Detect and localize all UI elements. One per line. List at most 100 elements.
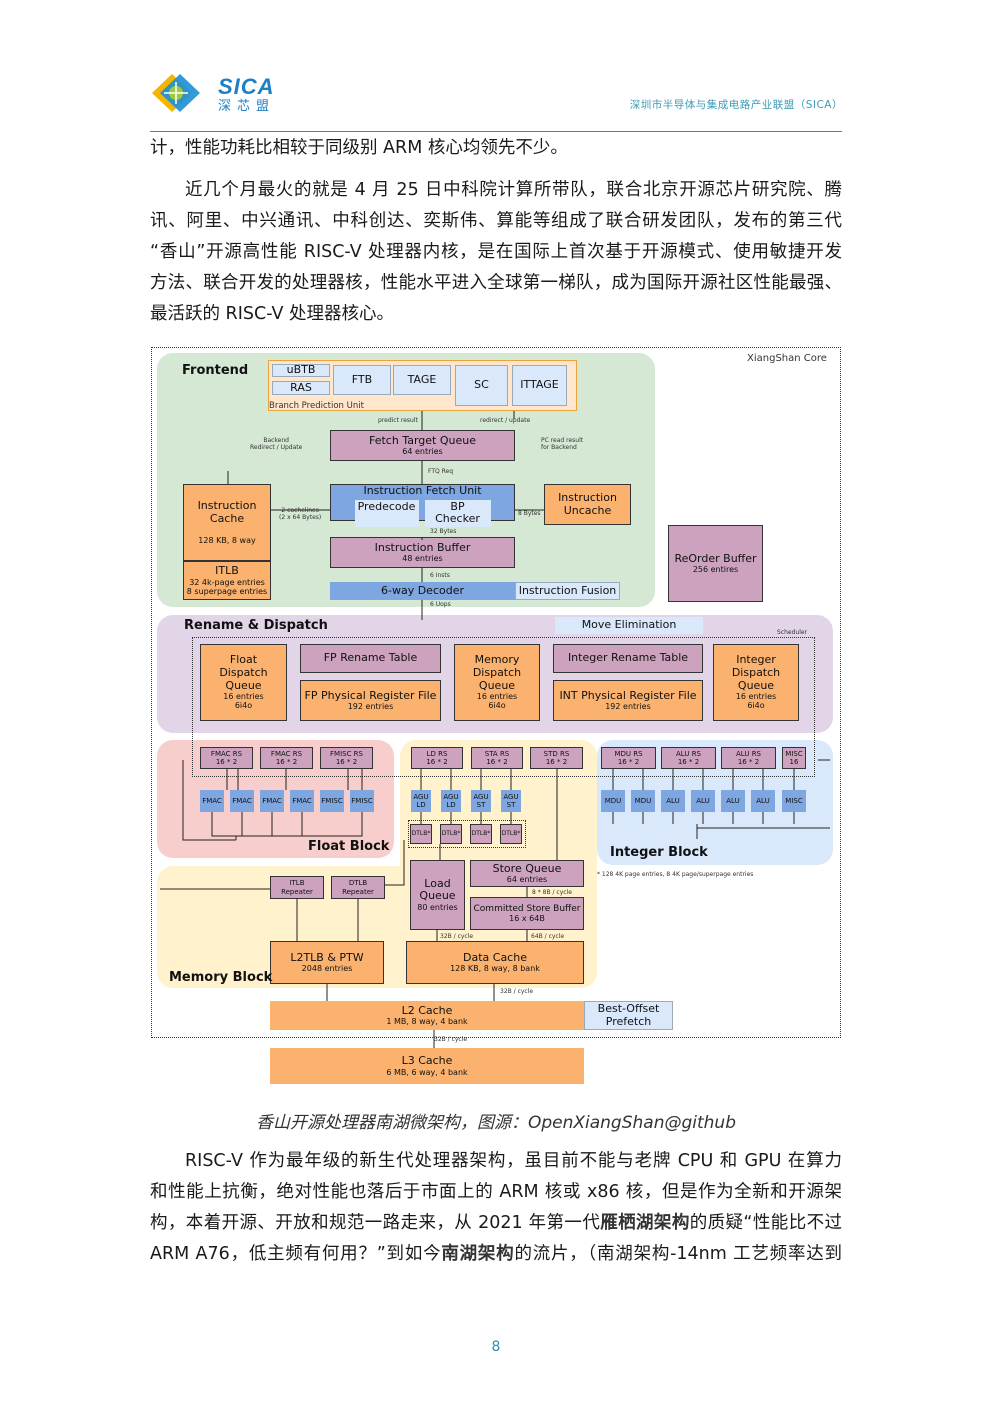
fu-alu: ALU: [721, 790, 745, 812]
fp-rename-table: FP Rename Table: [300, 644, 441, 673]
fu-alu: ALU: [661, 790, 685, 812]
paragraph-line: 近几个月最火的就是 4 月 25 日中科院计算所带队，联合北京开源芯片研究院、腾: [185, 180, 842, 200]
tage: TAGE: [393, 365, 451, 395]
bytes32-label: 32 Bytes: [430, 528, 457, 535]
redirect-update-label: redirect / update: [480, 417, 531, 424]
fu-fmisc: FMISC: [350, 790, 374, 812]
dtlb: DTLB*: [500, 824, 522, 844]
load-rate-label: 32B / cycle: [440, 933, 474, 940]
instruction-fusion: Instruction Fusion: [515, 582, 620, 600]
frontend-title: Frontend: [182, 363, 249, 378]
core-label: XiangShan Core: [747, 353, 827, 364]
fu-alu: ALU: [691, 790, 715, 812]
float-block-title: Float Block: [308, 839, 390, 854]
integer-block-title: Integer Block: [610, 845, 708, 860]
sica-logo-icon: [152, 74, 200, 112]
ras: RAS: [272, 381, 330, 395]
l3-rate-label: 32B / cycle: [434, 1036, 468, 1043]
ftq-req-label: FTQ Req: [428, 468, 454, 475]
figure-caption: 香山开源处理器南湖微架构，图源：OpenXiangShan@github: [255, 1113, 737, 1133]
bold-term: 南湖架构: [441, 1244, 515, 1264]
memory-block-title: Memory Block: [169, 970, 273, 985]
paragraph-line: 最活跃的 RISC-V 处理器核心。: [150, 304, 395, 324]
dtlb: DTLB*: [410, 824, 432, 844]
uops-label: 6 Uops: [430, 601, 451, 608]
predecode: Predecode: [354, 499, 419, 527]
dtlb: DTLB*: [470, 824, 492, 844]
scheduler-boundary-overlay: [192, 637, 815, 777]
scheduler-label: Scheduler: [777, 629, 808, 636]
fu-fmisc: FMISC: [320, 790, 344, 812]
fu-fmac: FMAC: [290, 790, 314, 812]
brand-name: SICA: [218, 74, 275, 99]
footnote: * 128 4K page entries, 8 4K page/superpa…: [597, 871, 754, 878]
integer-rename-table: Integer Rename Table: [553, 644, 703, 673]
paragraph-line: 和性能上抗衡，绝对性能也落后于市面上的 ARM 核或 x86 核，但是作为全新和…: [150, 1182, 842, 1202]
ftb: FTB: [333, 365, 391, 395]
rename-dispatch-title: Rename & Dispatch: [184, 618, 328, 633]
brand-name-cn: 深芯盟: [218, 99, 276, 114]
move-elimination: Move Elimination: [555, 617, 703, 634]
organization-name: 深圳市半导体与集成电路产业联盟（SICA）: [629, 99, 843, 111]
fu-fmac: FMAC: [230, 790, 254, 812]
fu-fmac: FMAC: [260, 790, 284, 812]
fu-alu: ALU: [751, 790, 775, 812]
bold-term: 雁栖湖架构: [600, 1213, 690, 1233]
page-number: 8: [491, 1339, 501, 1355]
fu-misc: MISC: [782, 790, 806, 812]
dtlb: DTLB*: [440, 824, 462, 844]
store-buffer-rate-label: 64B / cycle: [531, 933, 565, 940]
fu-mdu: MDU: [631, 790, 655, 812]
paragraph-line: “香山”开源高性能 RISC-V 处理器内核，是在国际上首次基于开源模式、使用敏…: [150, 242, 842, 262]
store-rate-label: 8 * 8B / cycle: [532, 889, 572, 896]
header-divider: [150, 131, 842, 132]
dtlb-group: [408, 820, 526, 848]
decoder: 6-way Decoder: [330, 582, 515, 600]
fu-fmac: FMAC: [200, 790, 224, 812]
sc: SC: [455, 365, 508, 406]
predict-result-label: predict result: [378, 417, 418, 424]
insts-label: 6 Insts: [430, 572, 450, 579]
paragraph-line: 讯、阿里、中兴通讯、中科创达、奕斯伟、算能等组成了联合研发团队，发布的第三代: [150, 211, 842, 231]
bp-checker: BP Checker: [424, 499, 491, 527]
l2-rate-label: 32B / cycle: [500, 988, 534, 995]
core-boundary: [151, 347, 841, 1038]
